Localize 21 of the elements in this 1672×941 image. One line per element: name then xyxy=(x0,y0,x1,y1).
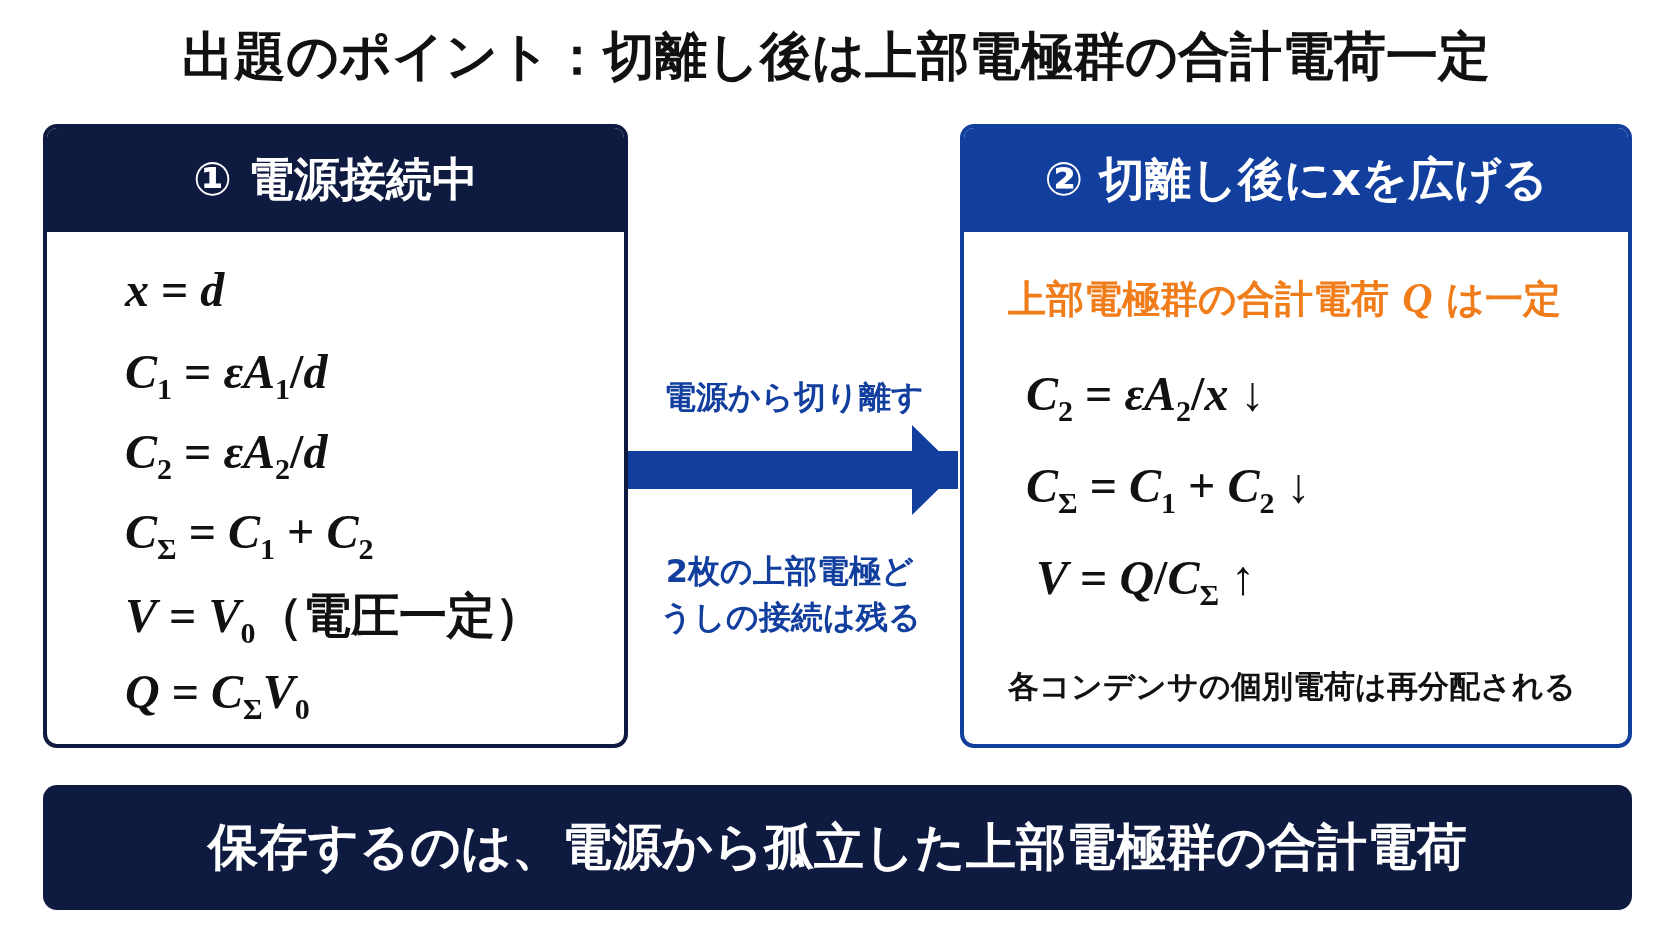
formula: C$_{Σ}$ = C$_{1}$ + C$_{2}$ xyxy=(125,504,374,566)
panel-box xyxy=(43,124,628,748)
formula: V = Q/C$_{Σ}$ ↑ xyxy=(1036,550,1256,612)
note-text: 各コンデンサの個別電荷は再分配される xyxy=(1008,667,1576,706)
summary-band xyxy=(43,785,1632,910)
panel-box xyxy=(960,124,1632,748)
edge-label: 電源から切り離す xyxy=(663,377,925,418)
panel-header: ② 切離し後にxを広げる xyxy=(964,128,1628,232)
formula: C$_{2}$ = εA$_{2}$/x ↓ xyxy=(1026,366,1265,428)
formula: Q = C$_{Σ}$V$_{0}$ xyxy=(125,664,310,726)
title: 出題のポイント：切離し後は上部電極群の合計電荷一定 xyxy=(181,25,1491,88)
formula: C$_{Σ}$ = C$_{1}$ + C$_{2}$ ↓ xyxy=(1026,458,1311,520)
summary-text: 保存するのは、電源から孤立した上部電極群の合計電荷 xyxy=(208,817,1467,878)
block-arrow xyxy=(628,425,958,515)
formula: C$_{2}$ = εA$_{2}$/d xyxy=(125,424,328,486)
note-text: 2枚の上部電極どうしの接続は残る xyxy=(658,551,922,639)
formula: x = d xyxy=(125,262,225,317)
highlight-text: 上部電極群の合計電荷 Q は一定 xyxy=(1008,274,1561,323)
formula: C$_{1}$ = εA$_{1}$/d xyxy=(125,344,328,406)
panel-header: ① 電源接続中 xyxy=(47,128,624,232)
formula: V = V$_{0}$（電圧一定） xyxy=(125,588,544,650)
